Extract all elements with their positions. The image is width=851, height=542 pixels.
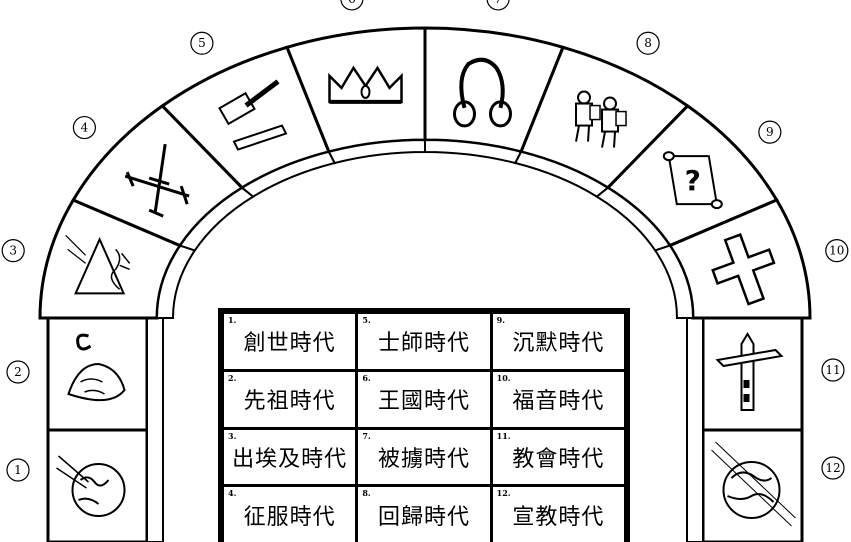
pyramid-icon [65, 234, 131, 295]
gavel-icon [218, 79, 288, 151]
svg-text:12: 12 [825, 461, 840, 475]
legend-era-name: 出埃及時代 [232, 446, 348, 472]
legend-cell: 4. 征服時代 [224, 487, 356, 542]
pillar-inner-lip [686, 317, 704, 542]
svg-text:3: 3 [9, 244, 17, 258]
svg-text:2: 2 [14, 365, 22, 379]
era-number-7: 7 [486, 0, 510, 11]
legend-era-name: 沉默時代 [512, 331, 605, 357]
legend-number: 11. [496, 430, 511, 441]
scroll-question-icon: ? [662, 151, 723, 210]
legend-era-name: 征服時代 [243, 504, 336, 530]
legend-number: 2. [228, 372, 237, 383]
era-number-8: 8 [636, 31, 660, 55]
legend-number: 5. [362, 315, 371, 325]
legend-number: 7. [362, 430, 371, 441]
legend-era-name: 回歸時代 [377, 504, 470, 530]
era-number-10: 10 [825, 239, 849, 263]
era-number-labels: 123456789101112 [1, 0, 849, 482]
crossed-swords-icon [124, 143, 190, 218]
legend-era-name: 王國時代 [377, 389, 470, 415]
era-number-12: 12 [821, 456, 845, 480]
globe-icon [56, 455, 126, 517]
cross-icon [711, 233, 776, 306]
legend-number: 6. [362, 372, 371, 383]
era-number-5: 5 [190, 31, 214, 55]
crown-icon [328, 65, 403, 104]
legend-era-name: 教會時代 [512, 446, 605, 472]
church-icon [715, 332, 784, 411]
legend-number: 3. [228, 430, 237, 441]
legend-cell: 9. 沉默時代 [492, 314, 624, 369]
arch-inner-lip [653, 244, 695, 319]
legend-cell: 1. 創世時代 [224, 314, 356, 369]
era-number-9: 9 [758, 120, 782, 144]
svg-text:9: 9 [766, 125, 774, 139]
svg-text:5: 5 [198, 36, 206, 50]
era-number-2: 2 [6, 360, 30, 384]
svg-text:8: 8 [644, 36, 652, 50]
legend-cell: 7. 被擄時代 [358, 429, 490, 485]
svg-text:7: 7 [494, 0, 502, 6]
legend-number: 1. [228, 315, 237, 325]
era-icons: ? [56, 57, 796, 527]
svg-text:1: 1 [14, 463, 22, 477]
legend-era-name: 福音時代 [512, 389, 605, 415]
svg-text:10: 10 [829, 244, 844, 258]
legend-era-name: 宣教時代 [512, 504, 605, 530]
era-number-4: 4 [72, 115, 97, 140]
patriarch-icon [67, 333, 126, 401]
legend-cell: 5. 士師時代 [358, 314, 490, 369]
chains-icon [452, 57, 512, 128]
legend-number: 12. [496, 488, 511, 499]
era-number-3: 3 [1, 239, 25, 263]
legend-era-name: 被擄時代 [377, 446, 470, 472]
legend-cell: 12.宣教時代 [492, 487, 624, 542]
legend-cell: 2. 先祖時代 [224, 371, 356, 427]
era-number-6: 6 [340, 0, 364, 11]
legend-cell: 8. 回歸時代 [358, 487, 490, 542]
legend-number: 10. [496, 372, 511, 383]
legend-cell: 3. 出埃及時代 [224, 429, 356, 485]
legend-cell: 11.教會時代 [492, 429, 624, 485]
era-number-1: 1 [6, 458, 30, 482]
svg-text:4: 4 [81, 121, 89, 135]
svg-text:11: 11 [825, 363, 840, 377]
legend-cell: 10.福音時代 [492, 371, 624, 427]
legend-number: 4. [228, 488, 237, 499]
legend-cell: 6. 王國時代 [358, 371, 490, 427]
legend-era-name: 先祖時代 [243, 389, 336, 415]
legend-number: 8. [362, 488, 371, 499]
era-number-11: 11 [821, 358, 845, 382]
legend-era-name: 士師時代 [377, 331, 470, 357]
world-icon [711, 441, 796, 527]
pillar-inner-lip [146, 317, 164, 542]
legend-number: 9. [496, 315, 506, 325]
legend-era-name: 創世時代 [243, 331, 336, 357]
svg-text:6: 6 [348, 0, 356, 6]
svg-text:?: ? [685, 164, 701, 197]
era-legend-table: 1. 創世時代 5. 士師時代 9. 沉默時代 2. 先祖時代 6. 王國時代 10.福音時代 3. 出… [218, 308, 630, 542]
travelers-icon [575, 90, 627, 148]
